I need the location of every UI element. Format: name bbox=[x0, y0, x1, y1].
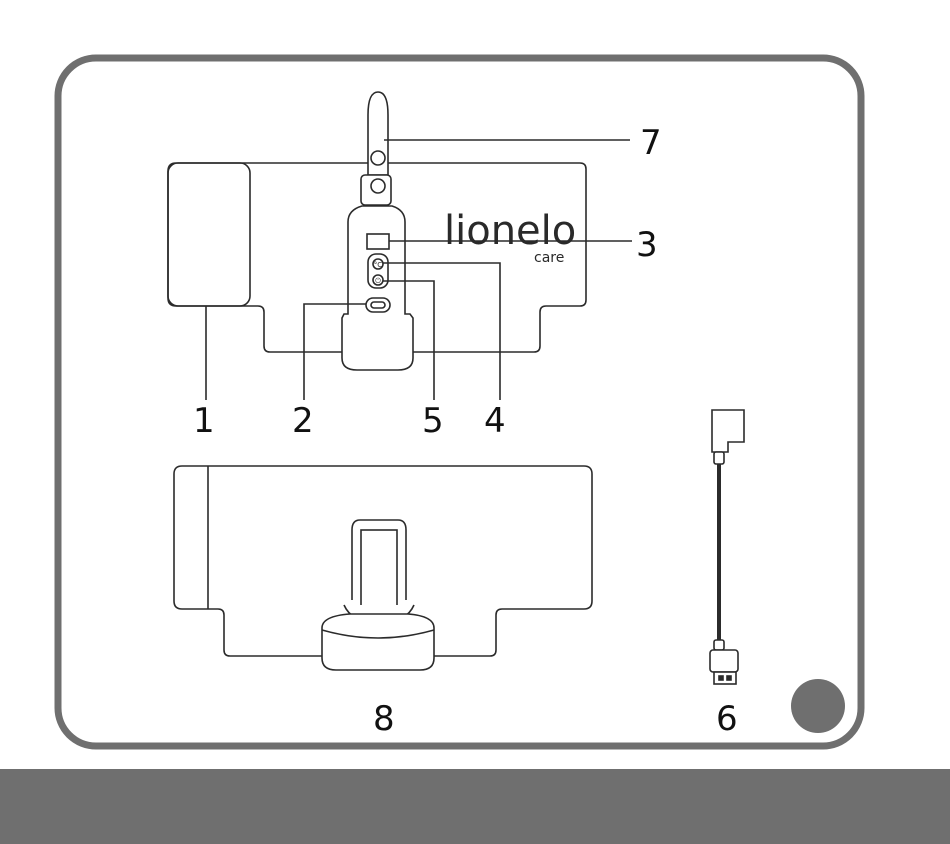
usb-a-plug bbox=[710, 650, 738, 672]
callout-6: 6 bbox=[716, 699, 738, 739]
power-symbol: ⏻ bbox=[375, 277, 381, 285]
page-marker-dot bbox=[791, 679, 845, 733]
control-column bbox=[342, 206, 413, 370]
strap-rivet-lower bbox=[371, 179, 385, 193]
brand-logo: lionelo bbox=[444, 208, 576, 254]
base-screen bbox=[361, 530, 397, 614]
callout-5: 5 bbox=[422, 401, 444, 441]
usb-port-inner bbox=[371, 302, 385, 308]
outer-frame bbox=[58, 58, 861, 746]
callout-8: 8 bbox=[373, 699, 395, 739]
callout-3: 3 bbox=[636, 225, 658, 265]
callout-4: 4 bbox=[484, 401, 506, 441]
display-screen bbox=[367, 234, 389, 249]
strap-rivet-upper bbox=[371, 151, 385, 165]
callout-2: 2 bbox=[292, 401, 314, 441]
brand-sub: care bbox=[534, 250, 564, 266]
callout-7: 7 bbox=[640, 123, 662, 163]
temperature-symbol: °C bbox=[374, 261, 383, 269]
footer-band bbox=[0, 769, 950, 844]
callout-1: 1 bbox=[193, 401, 215, 441]
